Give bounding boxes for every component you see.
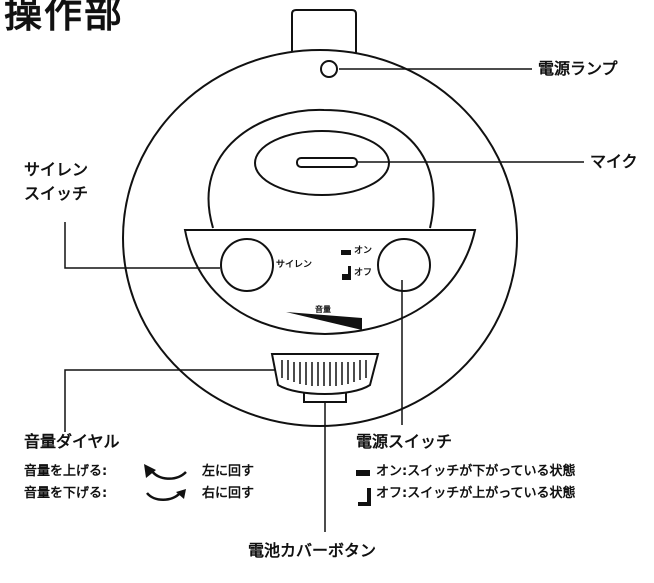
battery-cover-button-label: 電池カバーボタン <box>248 541 377 560</box>
rotate-left-arrow-icon <box>144 464 187 480</box>
off-legend-glyph <box>358 488 371 506</box>
leader-volume-dial <box>64 369 275 432</box>
mic-oval <box>254 130 390 196</box>
top-clip <box>291 9 357 54</box>
page-title: 操作部 <box>4 0 125 36</box>
power-off-description: オフ:スイッチが上がっている状態 <box>376 486 576 501</box>
device-volume-text: 音量 <box>315 305 331 314</box>
power-switch-label: 電源スイッチ <box>356 432 453 451</box>
siren-switch-label-line2: スイッチ <box>24 184 89 203</box>
on-glyph <box>341 250 351 255</box>
leader-siren <box>64 222 220 269</box>
device-siren-text: サイレン <box>276 260 313 270</box>
power-lamp-label: 電源ランプ <box>538 59 618 78</box>
power-switch-button <box>377 238 431 292</box>
volume-up-label: 音量を上げる: <box>24 464 108 479</box>
dial-ridges <box>281 360 367 386</box>
volume-dial-label: 音量ダイヤル <box>24 432 120 451</box>
power-on-description: オン:スイッチが下がっている状態 <box>376 464 576 479</box>
volume-up-action: 左に回す <box>202 464 255 479</box>
mic-slot <box>296 157 358 168</box>
volume-down-action: 右に回す <box>202 486 255 501</box>
volume-down-label: 音量を下げる: <box>24 486 108 501</box>
volume-wedge-icon <box>286 312 362 330</box>
device-on-text: オン <box>354 246 373 256</box>
device-off-text: オフ <box>354 268 373 278</box>
mic-label: マイク <box>590 152 638 171</box>
rotate-right-arrow-icon <box>146 489 186 501</box>
siren-button <box>220 238 274 292</box>
power-lamp-icon <box>320 60 338 78</box>
on-legend-glyph <box>356 470 370 476</box>
off-glyph <box>342 266 351 280</box>
upper-panel <box>207 108 435 229</box>
siren-switch-label-line1: サイレン <box>24 160 89 179</box>
volume-dial <box>270 353 380 395</box>
